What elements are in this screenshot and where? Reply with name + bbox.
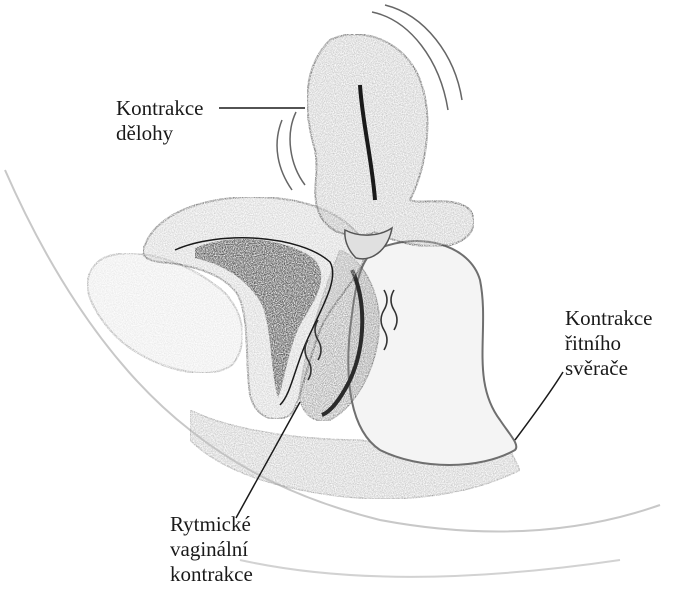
label-anal-line1: Kontrakce: [565, 306, 652, 331]
label-anal-line3: svěrače: [565, 356, 652, 381]
label-vaginal-contractions: Rytmické vaginální kontrakce: [170, 512, 253, 587]
label-vaginal-line1: Rytmické: [170, 512, 253, 537]
leader-anal: [515, 372, 563, 440]
label-vaginal-line3: kontrakce: [170, 562, 253, 587]
label-vaginal-line2: vaginální: [170, 537, 253, 562]
label-uterine-line2: dělohy: [116, 121, 203, 146]
label-uterine-line1: Kontrakce: [116, 96, 203, 121]
body-outline-lower: [240, 560, 620, 577]
label-uterine-contractions: Kontrakce dělohy: [116, 96, 203, 146]
uterus: [307, 34, 474, 246]
label-anal-line2: řitního: [565, 331, 652, 356]
label-anal-sphincter-contractions: Kontrakce řitního svěrače: [565, 306, 652, 381]
